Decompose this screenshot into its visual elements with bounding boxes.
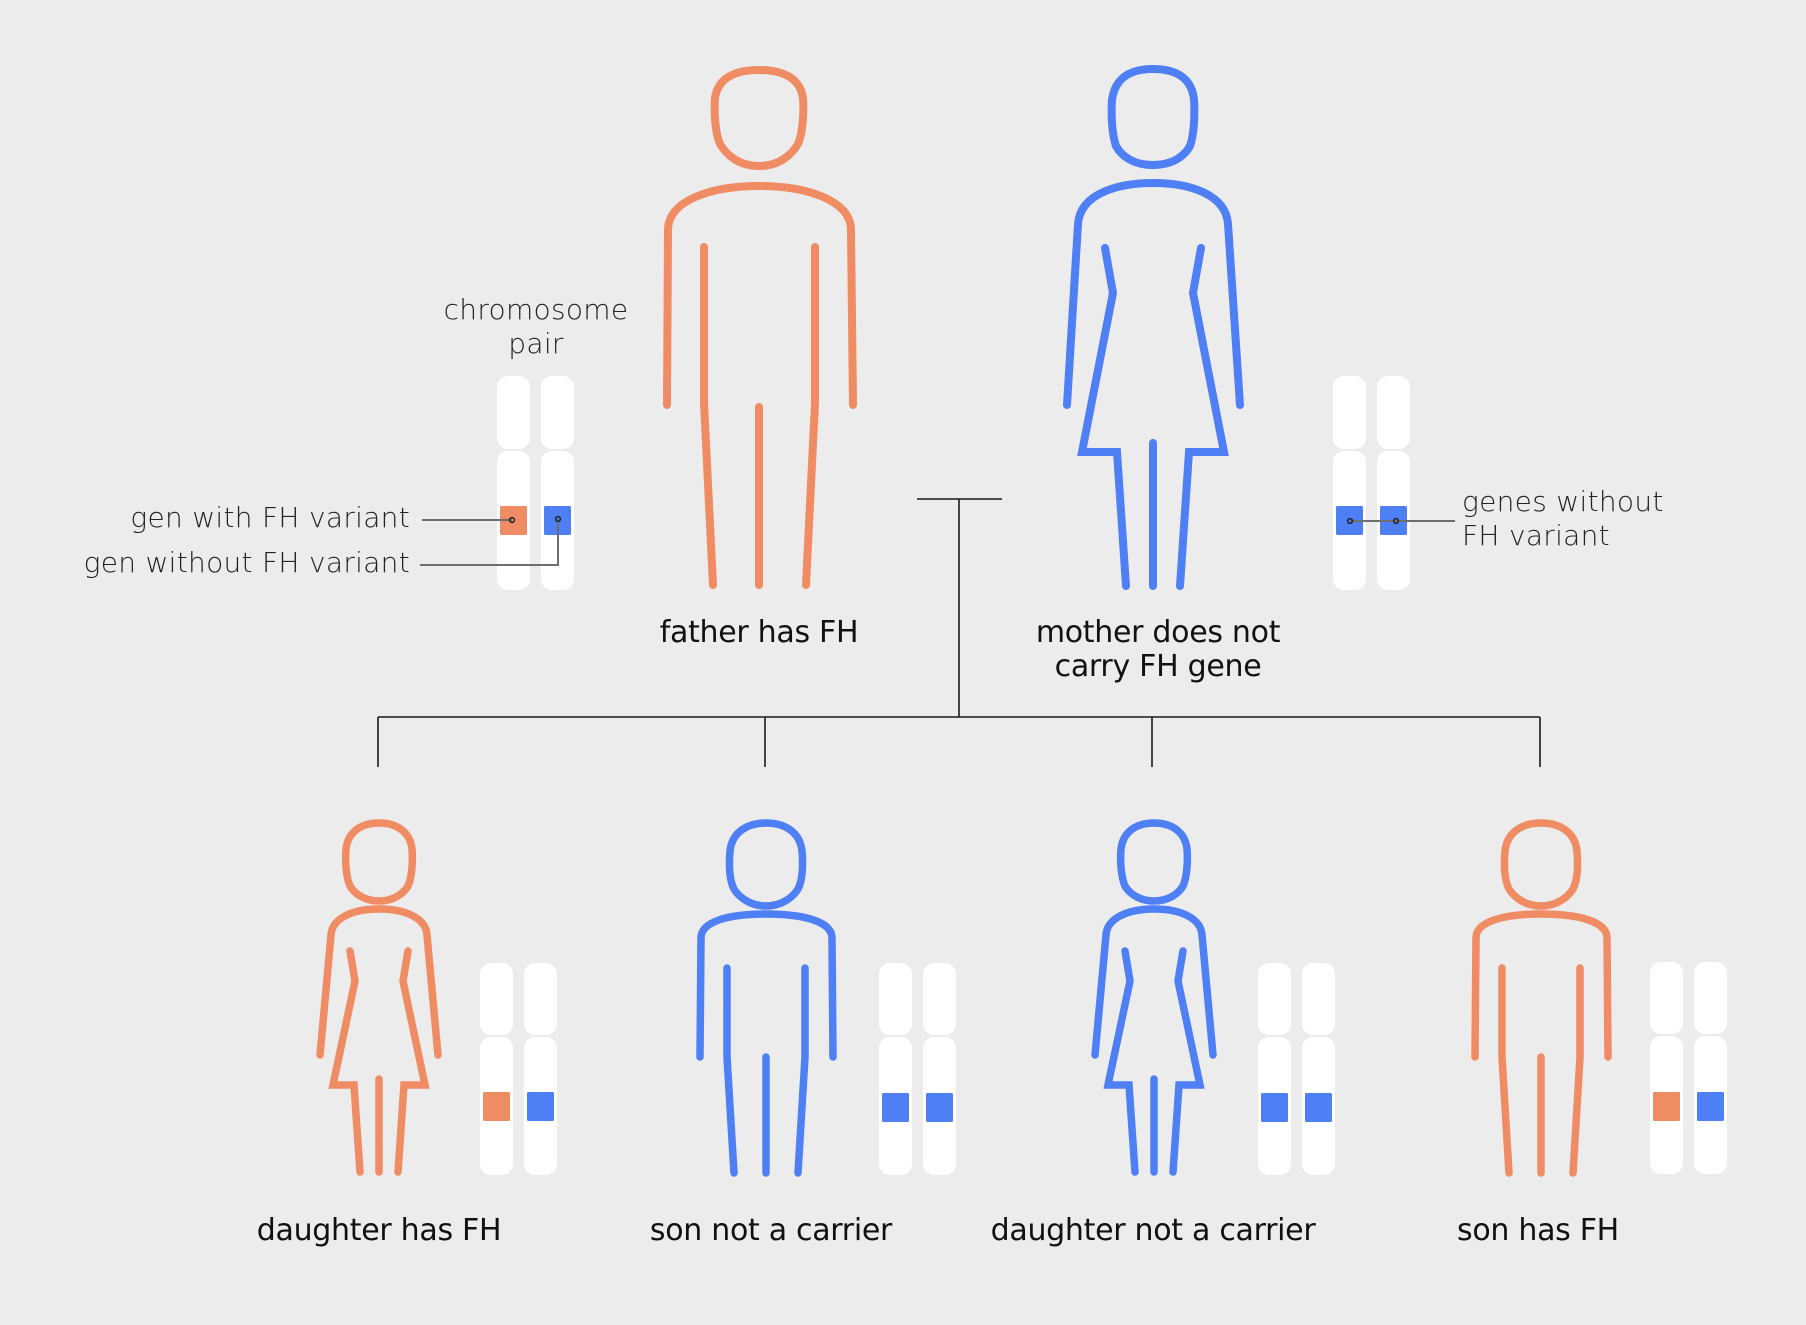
chromosome-pair-label-line2: pair: [508, 327, 564, 360]
mother-label-line1: mother does not: [1035, 615, 1281, 650]
gene-without-variant-label: gen without FH variant: [83, 546, 410, 579]
son-has-fh-chromosomes: [1650, 962, 1727, 1174]
child-label-daughter-has-fh: daughter has FH: [256, 1213, 502, 1248]
gene-fh-variant-marker: [500, 506, 527, 535]
mother-chromosome-pair: [1333, 376, 1455, 590]
daughter-has-fh-figure-icon: [320, 823, 438, 1172]
father-figure-icon: [663, 65, 857, 589]
child-label-son-not-carrier: son not a carrier: [649, 1213, 893, 1248]
genes-without-variant-line1: genes without: [1462, 485, 1664, 518]
daughter-not-carrier-chromosomes: [1258, 963, 1335, 1175]
genes-without-variant-line2: FH variant: [1462, 519, 1610, 552]
mother-label-line2: carry FH gene: [1054, 649, 1262, 684]
gene-with-variant-label: gen with FH variant: [130, 501, 410, 534]
daughter-has-fh-chromosomes: [480, 963, 557, 1175]
legend-chromosome-pair: [420, 376, 574, 590]
daughter-not-carrier-figure-icon: [1095, 823, 1213, 1172]
chromosome-pair-label-line1: chromosome: [443, 293, 629, 326]
family-tree-lines: [377, 498, 1541, 767]
child-label-daughter-not-carrier: daughter not a carrier: [990, 1213, 1316, 1248]
genes-without-variant-label: genes without FH variant: [1462, 485, 1664, 553]
mother-label: mother does not carry FH gene: [1008, 616, 1308, 684]
son-not-carrier-chromosomes: [879, 963, 956, 1175]
son-not-carrier-figure-icon: [700, 823, 833, 1173]
chromosome-pair-label: chromosome pair: [436, 293, 636, 361]
child-label-son-has-fh: son has FH: [1457, 1213, 1619, 1248]
mother-figure-icon: [1063, 64, 1244, 590]
father-label: father has FH: [659, 615, 859, 650]
son-has-fh-figure-icon: [1475, 823, 1608, 1173]
